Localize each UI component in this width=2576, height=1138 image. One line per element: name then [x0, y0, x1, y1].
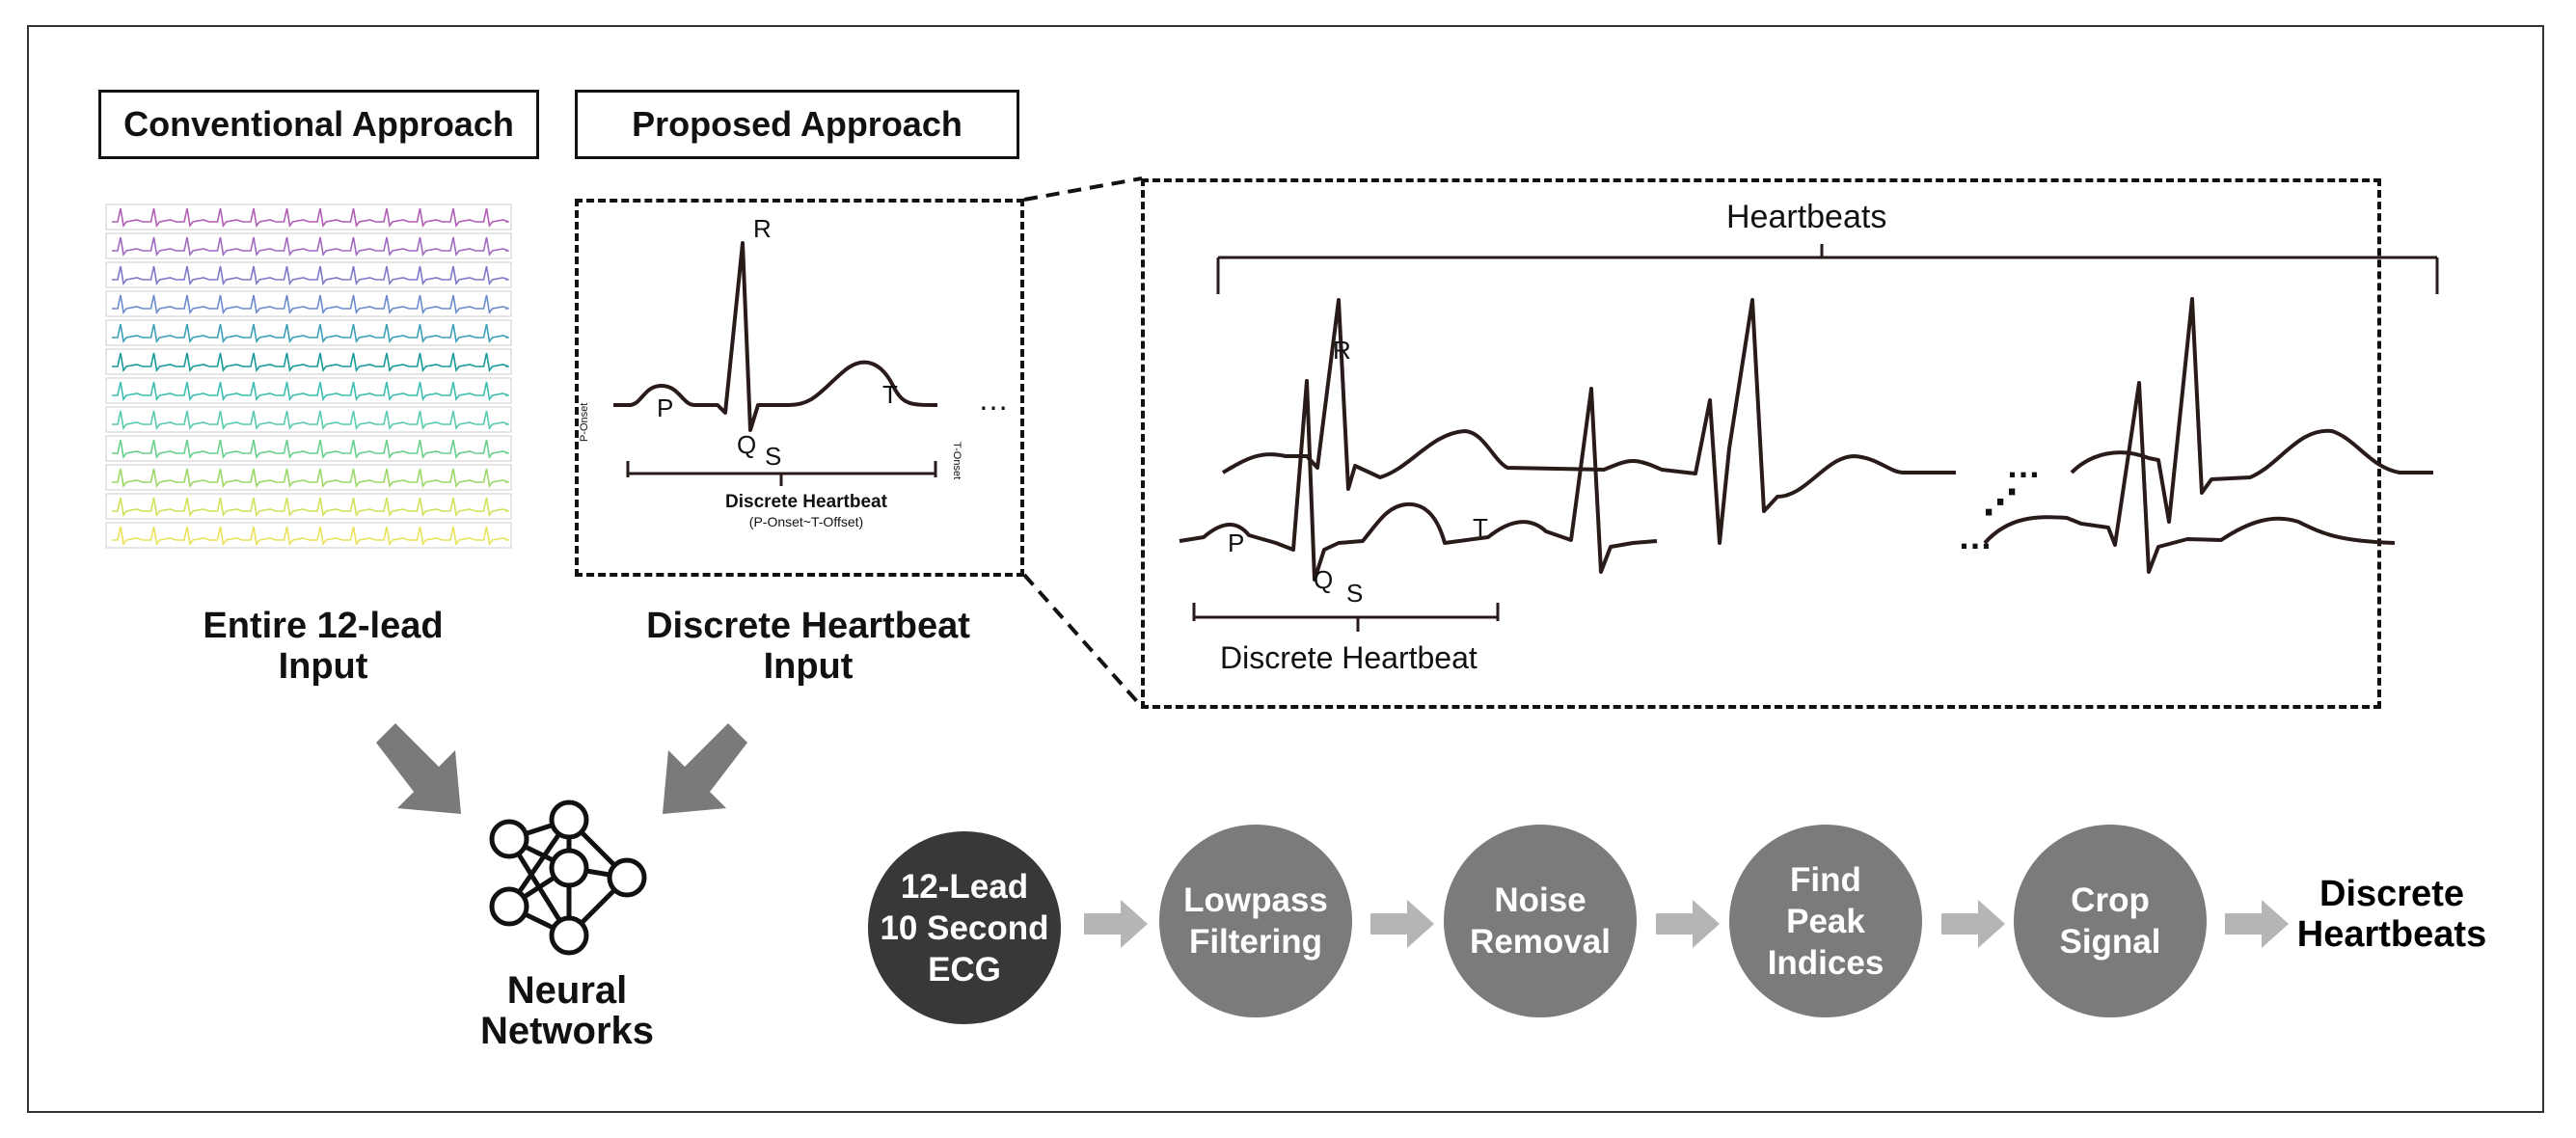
- single-beat-bracket-subtitle: (P-Onset~T-Offset): [748, 514, 864, 529]
- lead-frame: [105, 406, 512, 433]
- twelve-lead-ecg-thumbnail: [105, 203, 512, 549]
- lead-frame: [105, 493, 512, 520]
- t-onset-label: T-Onset: [951, 442, 963, 480]
- lead-frame: [105, 522, 512, 549]
- pipeline-step-crop-signal: Crop Signal: [2014, 825, 2207, 1017]
- lead-frame: [105, 377, 512, 404]
- single-beat-t-label: T: [882, 380, 898, 409]
- proposed-approach-header: Proposed Approach: [575, 90, 1019, 159]
- pipeline-arrow-4: [1941, 900, 2005, 948]
- pipeline-output-discrete-heartbeats: Discrete Heartbeats: [2296, 874, 2487, 955]
- lead-frame: [105, 435, 512, 462]
- zoom-s-label: S: [1346, 579, 1364, 608]
- discrete-heartbeat-input-caption: Discrete Heartbeat Input: [646, 606, 970, 687]
- lead-frame: [105, 261, 512, 288]
- heartbeats-zoom-panel: [1141, 178, 2381, 709]
- entire-12-lead-input-caption: Entire 12-lead Input: [203, 606, 444, 687]
- pipeline-arrow-1: [1084, 900, 1148, 948]
- pipeline-arrow-5: [2225, 900, 2289, 948]
- lead-frame: [105, 232, 512, 259]
- lead-trace: [112, 236, 509, 257]
- zoom-t-label: T: [1473, 513, 1488, 542]
- zoom-diagonal-ellipsis: ⋰: [1983, 482, 2018, 522]
- conventional-to-nn-arrow: [376, 723, 461, 814]
- pipeline-step-lowpass-filtering: Lowpass Filtering: [1159, 825, 1352, 1017]
- lead-trace: [112, 526, 509, 546]
- single-beat-r-label: R: [753, 214, 772, 243]
- single-beat-p-label: P: [657, 393, 674, 422]
- proposed-to-nn-arrow: [663, 723, 747, 814]
- single-heartbeat-waveform: [613, 241, 938, 486]
- pipeline-arrow-2: [1370, 900, 1434, 948]
- heartbeats-label: Heartbeats: [1726, 199, 1887, 235]
- lead-frame: [105, 348, 512, 375]
- single-beat-s-label: S: [765, 442, 782, 471]
- zoom-connector-lines: [1022, 176, 1144, 709]
- lead-trace: [112, 410, 509, 430]
- lead-trace: [112, 497, 509, 517]
- lead-frame: [105, 203, 512, 230]
- lead-trace: [112, 381, 509, 401]
- lead-trace: [112, 207, 509, 228]
- zoom-lower-ellipsis: …: [1958, 517, 1993, 556]
- p-onset-label: P-Onset: [579, 402, 590, 442]
- neural-networks-caption: Neural Networks: [479, 969, 655, 1052]
- pipeline-step-ecg-input: 12-Lead 10 Second ECG: [868, 831, 1061, 1024]
- zoom-waveforms: [1179, 244, 2439, 632]
- lead-trace: [112, 265, 509, 285]
- zoom-p-label: P: [1228, 528, 1245, 557]
- pipeline-arrow-3: [1656, 900, 1720, 948]
- lead-frame: [105, 290, 512, 317]
- conventional-approach-header: Conventional Approach: [98, 90, 539, 159]
- single-beat-ellipsis: …: [978, 382, 1009, 417]
- zoom-r-label: R: [1333, 336, 1351, 365]
- lead-frame: [105, 319, 512, 346]
- pipeline-step-find-peak-indices: Find Peak Indices: [1729, 825, 1922, 1017]
- figure-frame: [27, 25, 2544, 1113]
- lead-trace: [112, 439, 509, 459]
- pipeline-step-noise-removal: Noise Removal: [1444, 825, 1637, 1017]
- lead-trace: [112, 468, 509, 488]
- lead-frame: [105, 464, 512, 491]
- lead-trace: [112, 352, 509, 372]
- lead-trace: [112, 294, 509, 314]
- zoom-upper-ellipsis: …: [2006, 446, 2041, 485]
- single-heartbeat-box: [575, 199, 1024, 577]
- neural-network-icon: [489, 799, 647, 956]
- single-beat-q-label: Q: [737, 430, 757, 459]
- single-beat-bracket-title: Discrete Heartbeat: [725, 492, 887, 512]
- lead-trace: [112, 323, 509, 343]
- zoom-q-label: Q: [1314, 565, 1334, 594]
- zoom-discrete-heartbeat-label: Discrete Heartbeat: [1220, 640, 1478, 675]
